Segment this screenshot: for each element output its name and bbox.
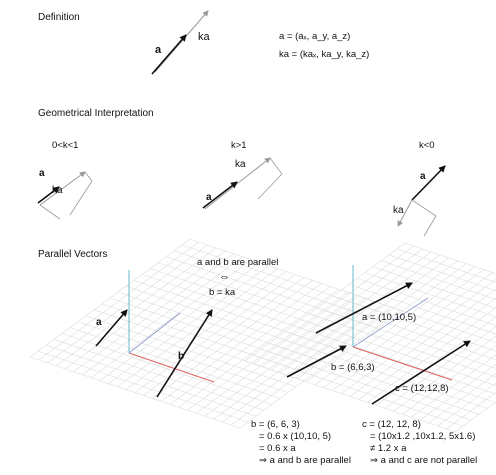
grid-line [244,360,456,433]
grid-line [268,343,480,415]
grid-line [446,391,496,430]
left-a-vector [95,309,128,347]
right-b-vector [286,345,347,378]
definition-a-label: a [155,44,162,56]
definition-eq-a: a = (aₓ, a_y, a_z) [279,31,351,42]
grid-line [396,248,496,283]
parallel-statement-line1: a and b are parallel [197,257,279,268]
grid-line [61,333,273,405]
grid-line [284,331,496,403]
geo3-ka-vector [397,199,413,227]
grid-line [349,288,496,397]
equivalence-symbol: ⇔ [219,271,230,283]
grid-line [348,284,496,335]
geo-case1-condition: 0<k<1 [52,140,79,151]
geo-case3-condition: k<0 [419,140,435,151]
derivation-c-line1: c = (12, 12, 8) [362,419,421,430]
geo-case2-condition: k>1 [231,140,247,151]
geo1-ka-vector [37,186,60,204]
right-a-label: a = (10,10,5) [362,312,417,323]
geometric-interpretation-heading: Geometrical Interpretation [38,108,154,119]
geo-case1-ka-label: ka [52,185,63,196]
grid-line [53,339,265,411]
geo-case1-a-label: a [39,168,45,179]
parallel-statement-line2: b = ka [209,287,236,298]
derivation-c-line4: ⇒ a and c are not parallel [370,455,478,466]
grid-line [404,242,496,275]
definition-heading: Definition [38,12,80,23]
right-y-axis [352,297,429,348]
grid-line [372,266,496,309]
grid-line [260,348,472,421]
grid-line [356,278,496,326]
geo-case3-a-label: a [420,171,426,182]
geo-case3-diagram [397,165,446,237]
left-a-label: a [96,317,102,328]
geo-case3-ka-label: ka [393,205,404,216]
parallel-left-axes [128,270,215,383]
derivation-b-line1: b = (6, 6, 3) [251,419,300,430]
grid-line [37,350,249,423]
geo1-a-vector [39,171,86,206]
grid-line [332,295,496,352]
grid-line [364,272,496,318]
geo2-guide-1 [269,157,283,175]
right-c-label: c = (12,12,8) [395,383,449,394]
grid-line [45,344,257,417]
definition-eq-ka: ka = (kaₓ, ka_y, ka_z) [279,49,370,60]
derivation-c-line3: ≠ 1.2 x a [370,443,407,454]
left-y-axis [128,312,181,354]
geo-case2-diagram [202,157,283,210]
grid-line [29,356,241,429]
right-c-vector [371,340,471,405]
grid-line [437,382,496,427]
parallel-right-axes [352,265,453,381]
grid-line [316,307,496,369]
definition-a-vector [151,34,187,75]
geo1-guide-2 [69,180,93,216]
right-a-vector [315,282,413,334]
parallel-right-grid [244,242,496,433]
geo2-a-vector [202,181,238,209]
geo-case2-ka-label: ka [235,159,246,170]
grid-line [388,254,496,292]
left-x-axis [128,352,215,383]
grid-line [428,373,496,424]
geo1-guide-3 [39,204,61,220]
definition-diagram [151,10,209,75]
grid-line [454,401,496,433]
derivation-b-line2: = 0.6 x (10,10, 5) [259,431,332,442]
grid-line [292,325,496,395]
geo3-a-vector [411,165,446,201]
derivation-c-line2: = (10x1.2 ,10x1.2, 5x1.6) [370,431,476,442]
geo2-guide-2 [257,173,283,200]
grid-line [308,313,496,378]
parallel-vectors-heading: Parallel Vectors [38,249,108,260]
grid-line [276,337,488,409]
geo3-guide-1 [411,199,437,217]
left-b-label: b [178,351,185,362]
grid-line [324,301,496,361]
grid-line [85,315,297,387]
grid-line [419,363,496,421]
definition-ka-label: ka [198,31,210,43]
grid-line [252,354,464,427]
grid-line [300,319,496,386]
geo-case2-a-label: a [206,192,212,203]
left-b-vector [156,309,213,398]
geo3-guide-2 [423,215,437,237]
right-x-axis [352,346,453,381]
grid-line [380,260,496,300]
geo-case1-diagram [37,171,93,220]
geo1-guide-1 [84,171,93,182]
right-b-label: b = (6,6,3) [331,362,375,373]
derivation-b-line3: = 0.6 x a [259,443,296,454]
derivation-b-line4: ⇒ a and b are parallel [259,455,351,466]
grid-line [69,327,281,399]
